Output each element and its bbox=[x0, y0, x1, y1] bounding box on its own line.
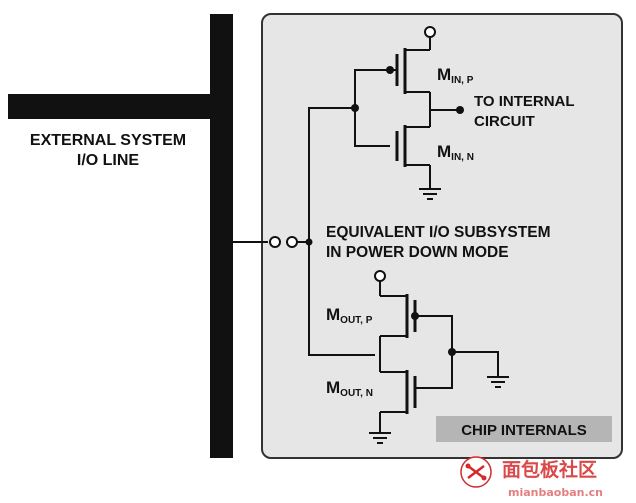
ground-symbol-output bbox=[369, 432, 391, 444]
to-internal-label-line1: TO INTERNAL bbox=[474, 93, 575, 110]
label-min-p-sub: IN, P bbox=[451, 75, 474, 86]
external-io-label-line2: I/O LINE bbox=[77, 152, 140, 169]
subsystem-label-line2: IN POWER DOWN MODE bbox=[326, 244, 509, 261]
pin-terminal-outer bbox=[269, 236, 281, 248]
watermark-url: mianbaoban.cn bbox=[508, 486, 603, 499]
external-io-label-line1: EXTERNAL SYSTEM bbox=[30, 132, 186, 149]
label-mout-n: MOUT, N bbox=[326, 378, 373, 399]
external-bus-vertical bbox=[210, 14, 233, 458]
watermark: 面包板社区 mianbaoban.cn bbox=[460, 456, 603, 499]
gate-junction-dot bbox=[351, 104, 359, 112]
label-mout-p-main: M bbox=[326, 305, 340, 324]
label-min-n-sub: IN, N bbox=[451, 152, 474, 163]
chip-boundary bbox=[261, 13, 623, 459]
label-min-p-main: M bbox=[437, 65, 451, 84]
chip-internals-box bbox=[436, 416, 612, 442]
mout-gate-junction-dot bbox=[448, 348, 456, 356]
watermark-logo-icon bbox=[460, 456, 492, 488]
label-mout-p: MOUT, P bbox=[326, 305, 373, 326]
transistor-min-n bbox=[395, 125, 431, 188]
external-bus-horizontal bbox=[8, 94, 233, 119]
label-mout-n-main: M bbox=[326, 378, 340, 397]
to-internal-label-line2: CIRCUIT bbox=[474, 113, 535, 130]
pmos-body-dot bbox=[386, 66, 394, 74]
label-mout-p-sub: OUT, P bbox=[340, 315, 373, 326]
to-internal-dot bbox=[456, 106, 464, 114]
pin-terminal-inner bbox=[286, 236, 298, 248]
watermark-cn: 面包板社区 bbox=[502, 458, 597, 481]
subsystem-label-line1: EQUIVALENT I/O SUBSYSTEM bbox=[326, 224, 551, 241]
mout-p-gate-dot bbox=[411, 312, 419, 320]
ground-symbol-input bbox=[419, 188, 441, 200]
label-mout-n-sub: OUT, N bbox=[340, 388, 373, 399]
ground-symbol-gate bbox=[487, 376, 509, 388]
label-min-p: MIN, P bbox=[437, 65, 474, 86]
label-min-n: MIN, N bbox=[437, 142, 474, 163]
chip-internals-label: CHIP INTERNALS bbox=[461, 422, 587, 439]
transistor-mout-n bbox=[379, 370, 417, 432]
label-min-n-main: M bbox=[437, 142, 451, 161]
